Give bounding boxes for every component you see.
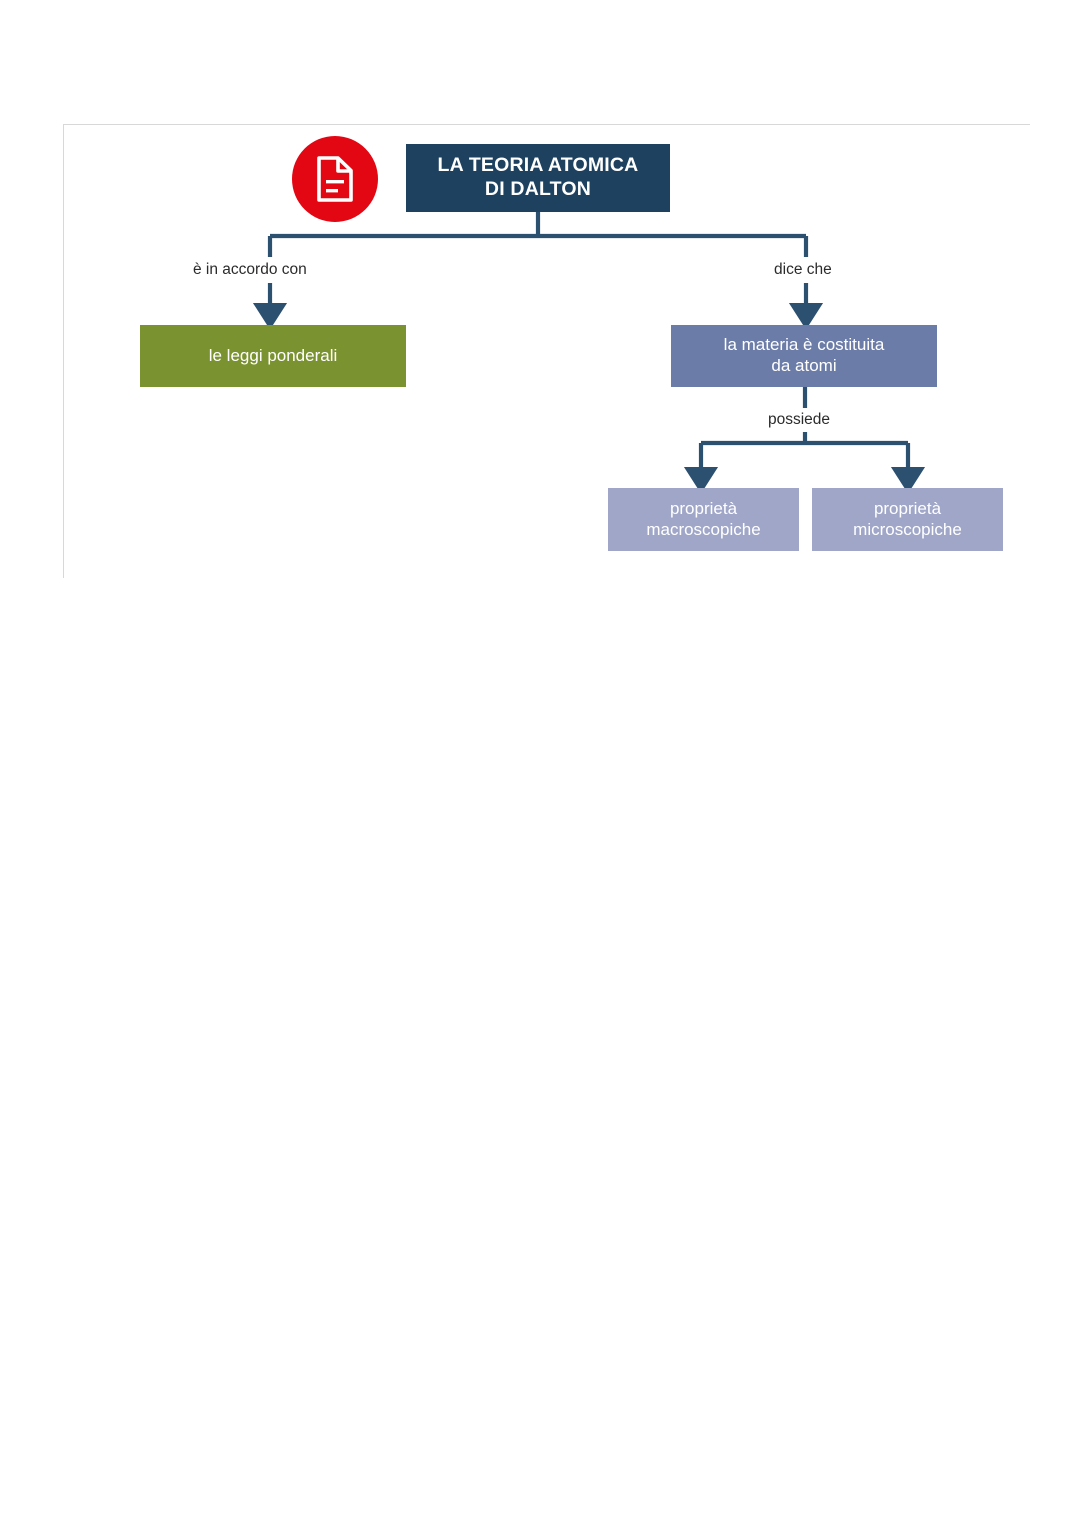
node-leggi-ponderali-label: le leggi ponderali [208, 345, 338, 365]
node-proprieta-macroscopiche[interactable]: proprietà macroscopiche [608, 488, 799, 551]
node-proprieta-microscopiche-label: proprietà microscopiche [853, 498, 962, 539]
concept-map-diagram: LA TEORIA ATOMICA DI DALTON è in accordo… [0, 0, 1080, 600]
node-root-label: LA TEORIA ATOMICA DI DALTON [437, 154, 639, 200]
node-root[interactable]: LA TEORIA ATOMICA DI DALTON [406, 144, 670, 212]
edge-label-possiede: possiede [762, 410, 837, 430]
node-leggi-ponderali[interactable]: le leggi ponderali [140, 325, 406, 387]
connector-lines [252, 211, 926, 494]
node-materia-atomi[interactable]: la materia è costituita da atomi [671, 325, 937, 387]
document-badge [292, 136, 378, 222]
edge-label-dice-che: dice che [768, 260, 838, 280]
node-proprieta-microscopiche[interactable]: proprietà microscopiche [812, 488, 1003, 551]
edge-label-e-in-accordo-con: è in accordo con [187, 260, 313, 280]
document-icon [315, 155, 355, 203]
node-proprieta-macroscopiche-label: proprietà macroscopiche [646, 498, 761, 539]
node-materia-atomi-label: la materia è costituita da atomi [723, 335, 885, 375]
